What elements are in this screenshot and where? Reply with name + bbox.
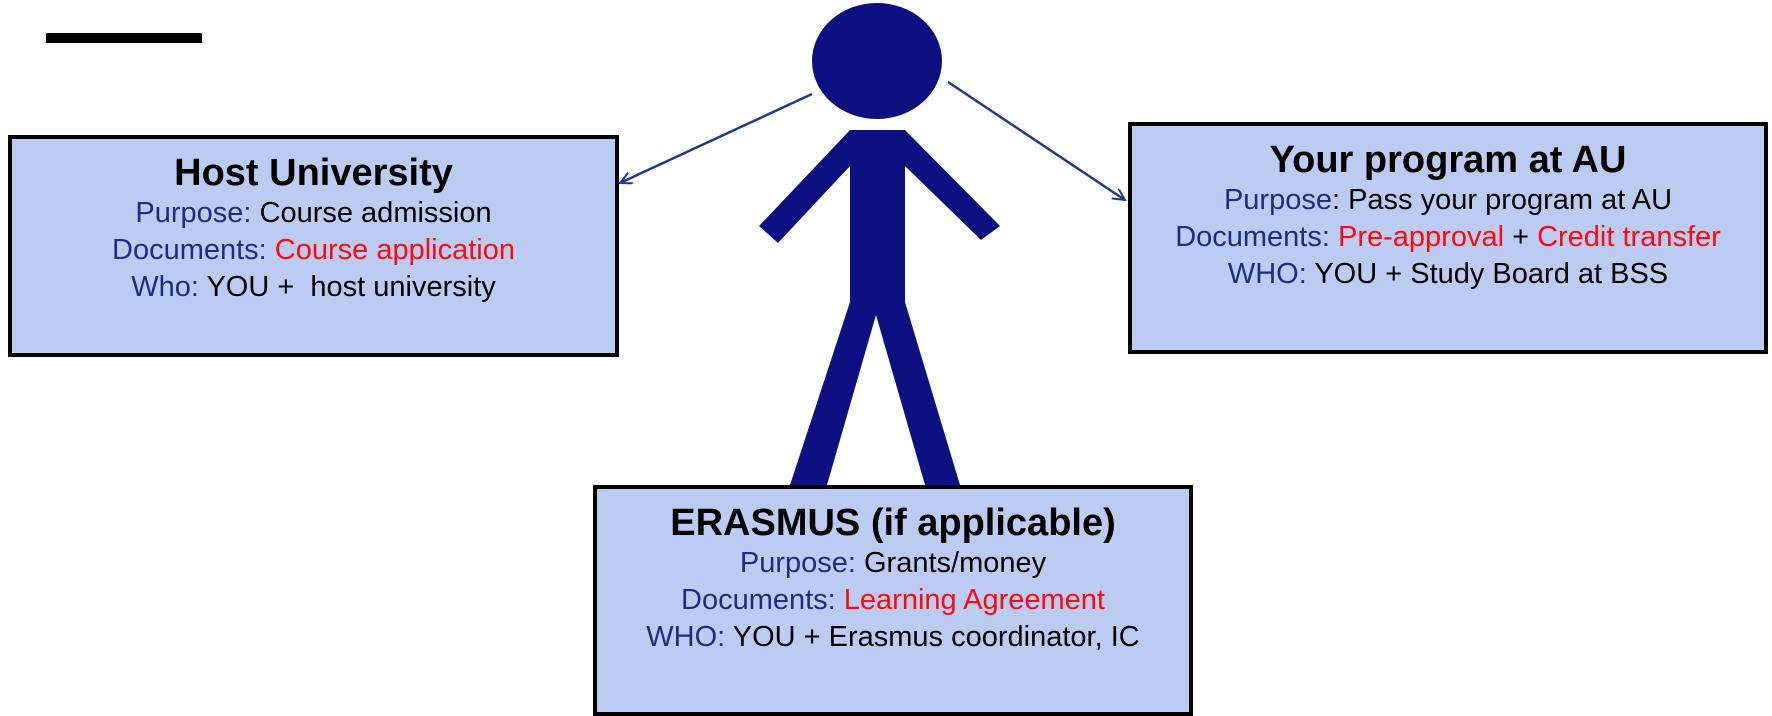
host-documents-line: Documents: Course application xyxy=(12,232,615,269)
au-who-line: WHO: YOU + Study Board at BSS xyxy=(1132,256,1764,293)
host-purpose-line: Purpose: Course admission xyxy=(12,195,615,232)
au-purpose-line: Purpose: Pass your program at AU xyxy=(1132,182,1764,219)
erasmus-who-value: YOU + Erasmus coordinator, IC xyxy=(732,621,1140,653)
erasmus-documents-line: Documents: Learning Agreement xyxy=(597,582,1189,619)
au-program-title: Your program at AU xyxy=(1269,139,1627,181)
au-documents-line: Documents: Pre-approval + Credit transfe… xyxy=(1132,219,1764,256)
host-who-line: Who: YOU + host university xyxy=(12,269,615,306)
au-documents-credit-transfer: Credit transfer xyxy=(1537,221,1721,253)
erasmus-purpose-line: Purpose: Grants/money xyxy=(597,545,1189,582)
erasmus-title: ERASMUS (if applicable) xyxy=(670,502,1116,544)
host-documents-label: Documents: xyxy=(112,234,267,266)
au-who-label: WHO: xyxy=(1227,258,1307,290)
erasmus-who-line: WHO: YOU + Erasmus coordinator, IC xyxy=(597,619,1189,656)
au-purpose-value: : Pass your program at AU xyxy=(1331,184,1673,216)
au-purpose-label: Purpose xyxy=(1223,184,1332,216)
erasmus-who-label: WHO: xyxy=(646,621,726,653)
host-documents-value: Course application xyxy=(274,234,515,266)
host-purpose-value: Course admission xyxy=(259,197,492,229)
au-program-box: Your program at AU Purpose: Pass your pr… xyxy=(1128,122,1768,354)
arrow-to-host-university xyxy=(620,92,813,183)
au-documents-preapproval: Pre-approval xyxy=(1337,221,1505,253)
erasmus-purpose-value: Grants/money xyxy=(864,547,1047,579)
erasmus-box: ERASMUS (if applicable) Purpose: Grants/… xyxy=(593,485,1193,716)
host-who-label: Who: xyxy=(131,271,199,303)
student-stick-figure xyxy=(759,3,1000,485)
au-documents-label: Documents: xyxy=(1175,221,1330,253)
top-decorative-rule xyxy=(46,33,202,43)
erasmus-purpose-label: Purpose: xyxy=(739,547,856,579)
figure-body xyxy=(759,130,1000,485)
figure-head xyxy=(812,3,942,119)
au-who-value: YOU + Study Board at BSS xyxy=(1314,258,1669,290)
au-documents-join: + xyxy=(1512,221,1530,253)
arrow-to-au-program xyxy=(947,80,1125,200)
host-purpose-label: Purpose: xyxy=(135,197,252,229)
erasmus-documents-value: Learning Agreement xyxy=(843,584,1105,616)
host-university-box: Host University Purpose: Course admissio… xyxy=(8,135,619,357)
host-university-title: Host University xyxy=(174,152,453,194)
erasmus-documents-label: Documents: xyxy=(681,584,836,616)
host-who-value: YOU + host university xyxy=(206,271,496,303)
